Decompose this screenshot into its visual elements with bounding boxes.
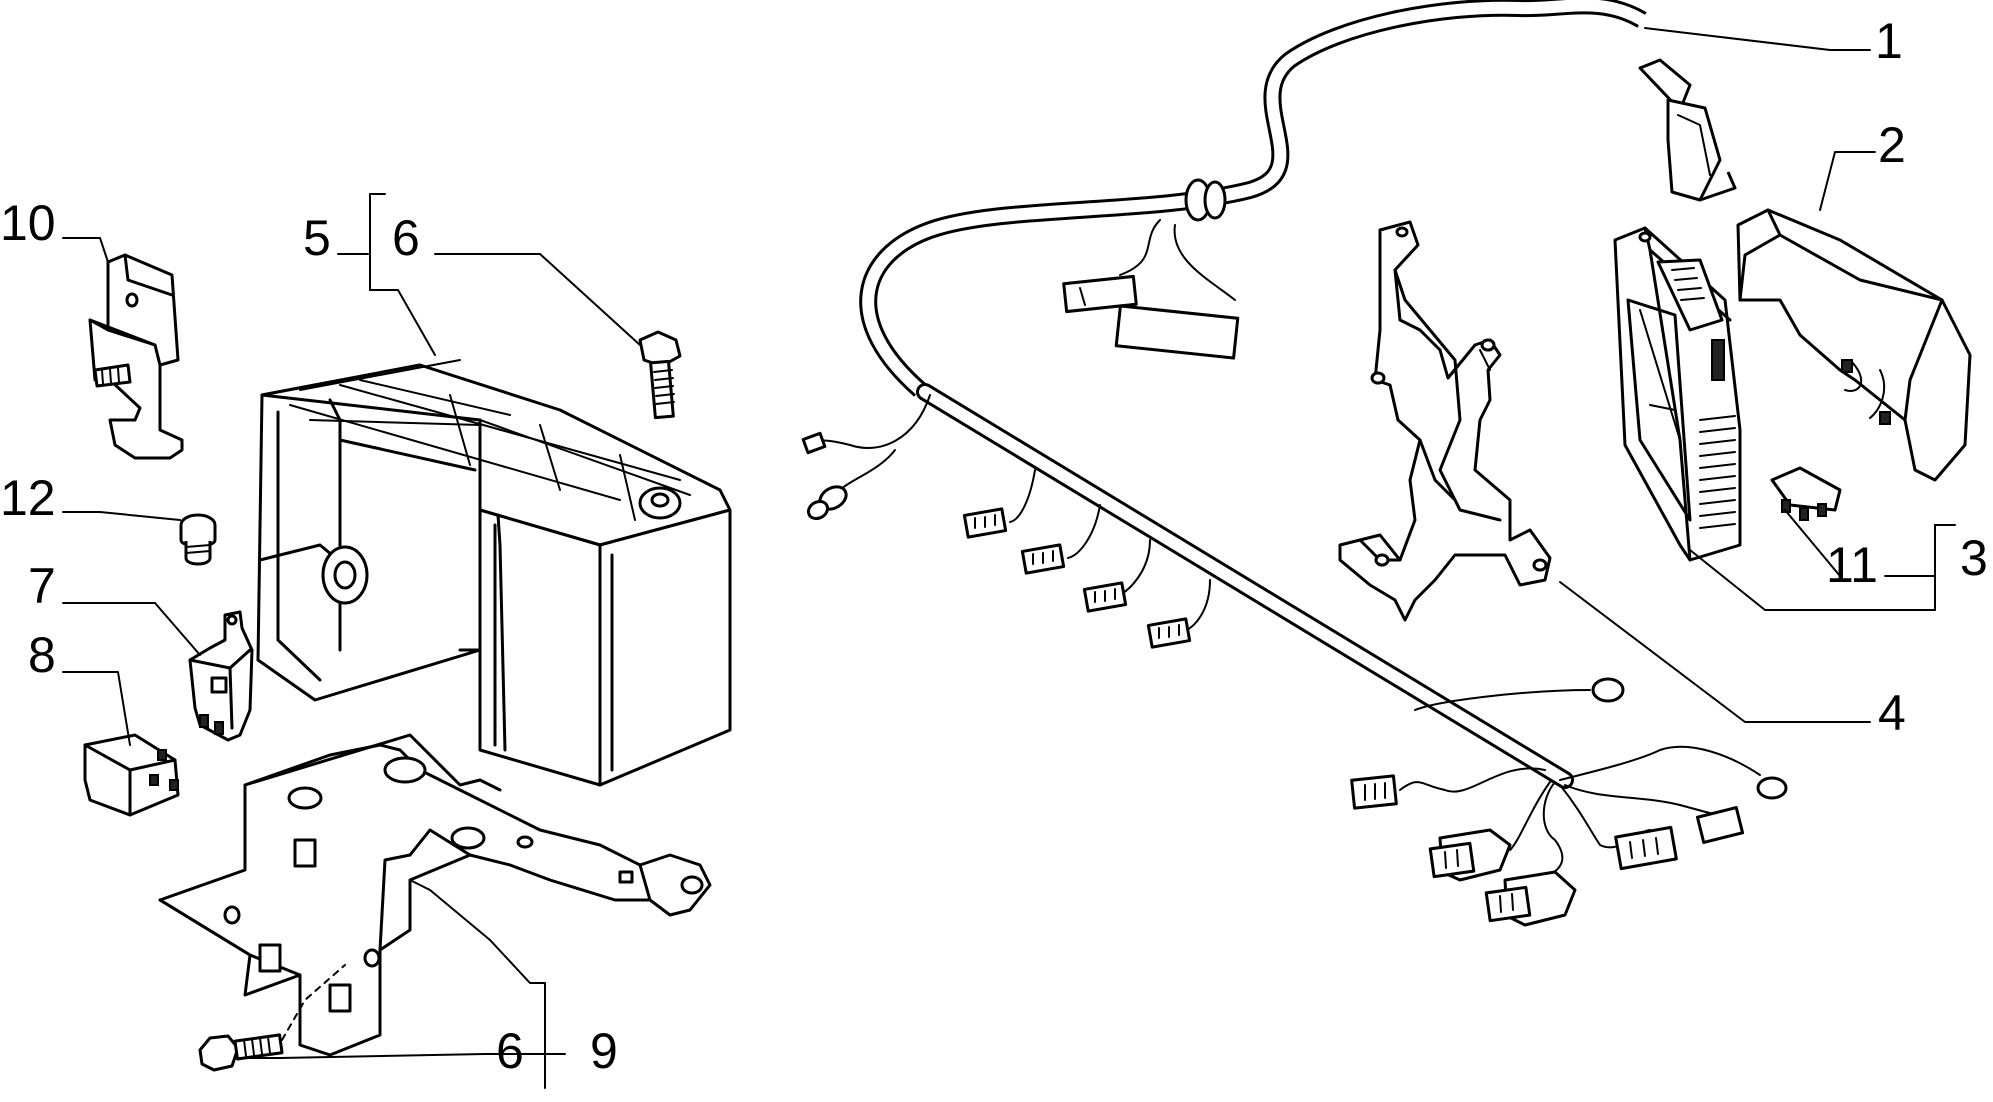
- callout-7: 7: [28, 558, 56, 614]
- wiring-harness: [801, 0, 1788, 927]
- plug-12: [179, 513, 217, 566]
- battery-tray: [158, 733, 712, 1057]
- bolt-lower: [198, 964, 346, 1072]
- callout-2: 2: [1878, 117, 1906, 173]
- ecu-bracket: [1338, 220, 1552, 622]
- relay-small: [1770, 466, 1842, 521]
- battery-cover: [256, 359, 732, 787]
- ecu-cover: [1736, 208, 1972, 482]
- callout-3: 3: [1960, 530, 1988, 586]
- callout-10: 10: [0, 195, 56, 251]
- callout-1: 1: [1875, 13, 1903, 69]
- mounting-bracket-10: [88, 253, 184, 460]
- callout-6-upper: 6: [392, 210, 420, 266]
- ecu-unit: [1613, 226, 1742, 562]
- relay-8: [83, 733, 180, 817]
- callout-9: 9: [590, 1023, 618, 1079]
- callout-labels: 1 2 3 4 5 6 6 7 8 9 10 11 12: [0, 13, 1988, 1079]
- callout-5: 5: [303, 210, 331, 266]
- callout-6-lower: 6: [496, 1023, 524, 1079]
- callout-11: 11: [1826, 537, 1878, 593]
- callout-12: 12: [0, 470, 56, 526]
- leader-lines: [62, 27, 1956, 1089]
- bolt-upper: [638, 330, 682, 420]
- callout-8: 8: [28, 627, 56, 683]
- callout-4: 4: [1878, 685, 1906, 741]
- relay-7: [188, 610, 254, 742]
